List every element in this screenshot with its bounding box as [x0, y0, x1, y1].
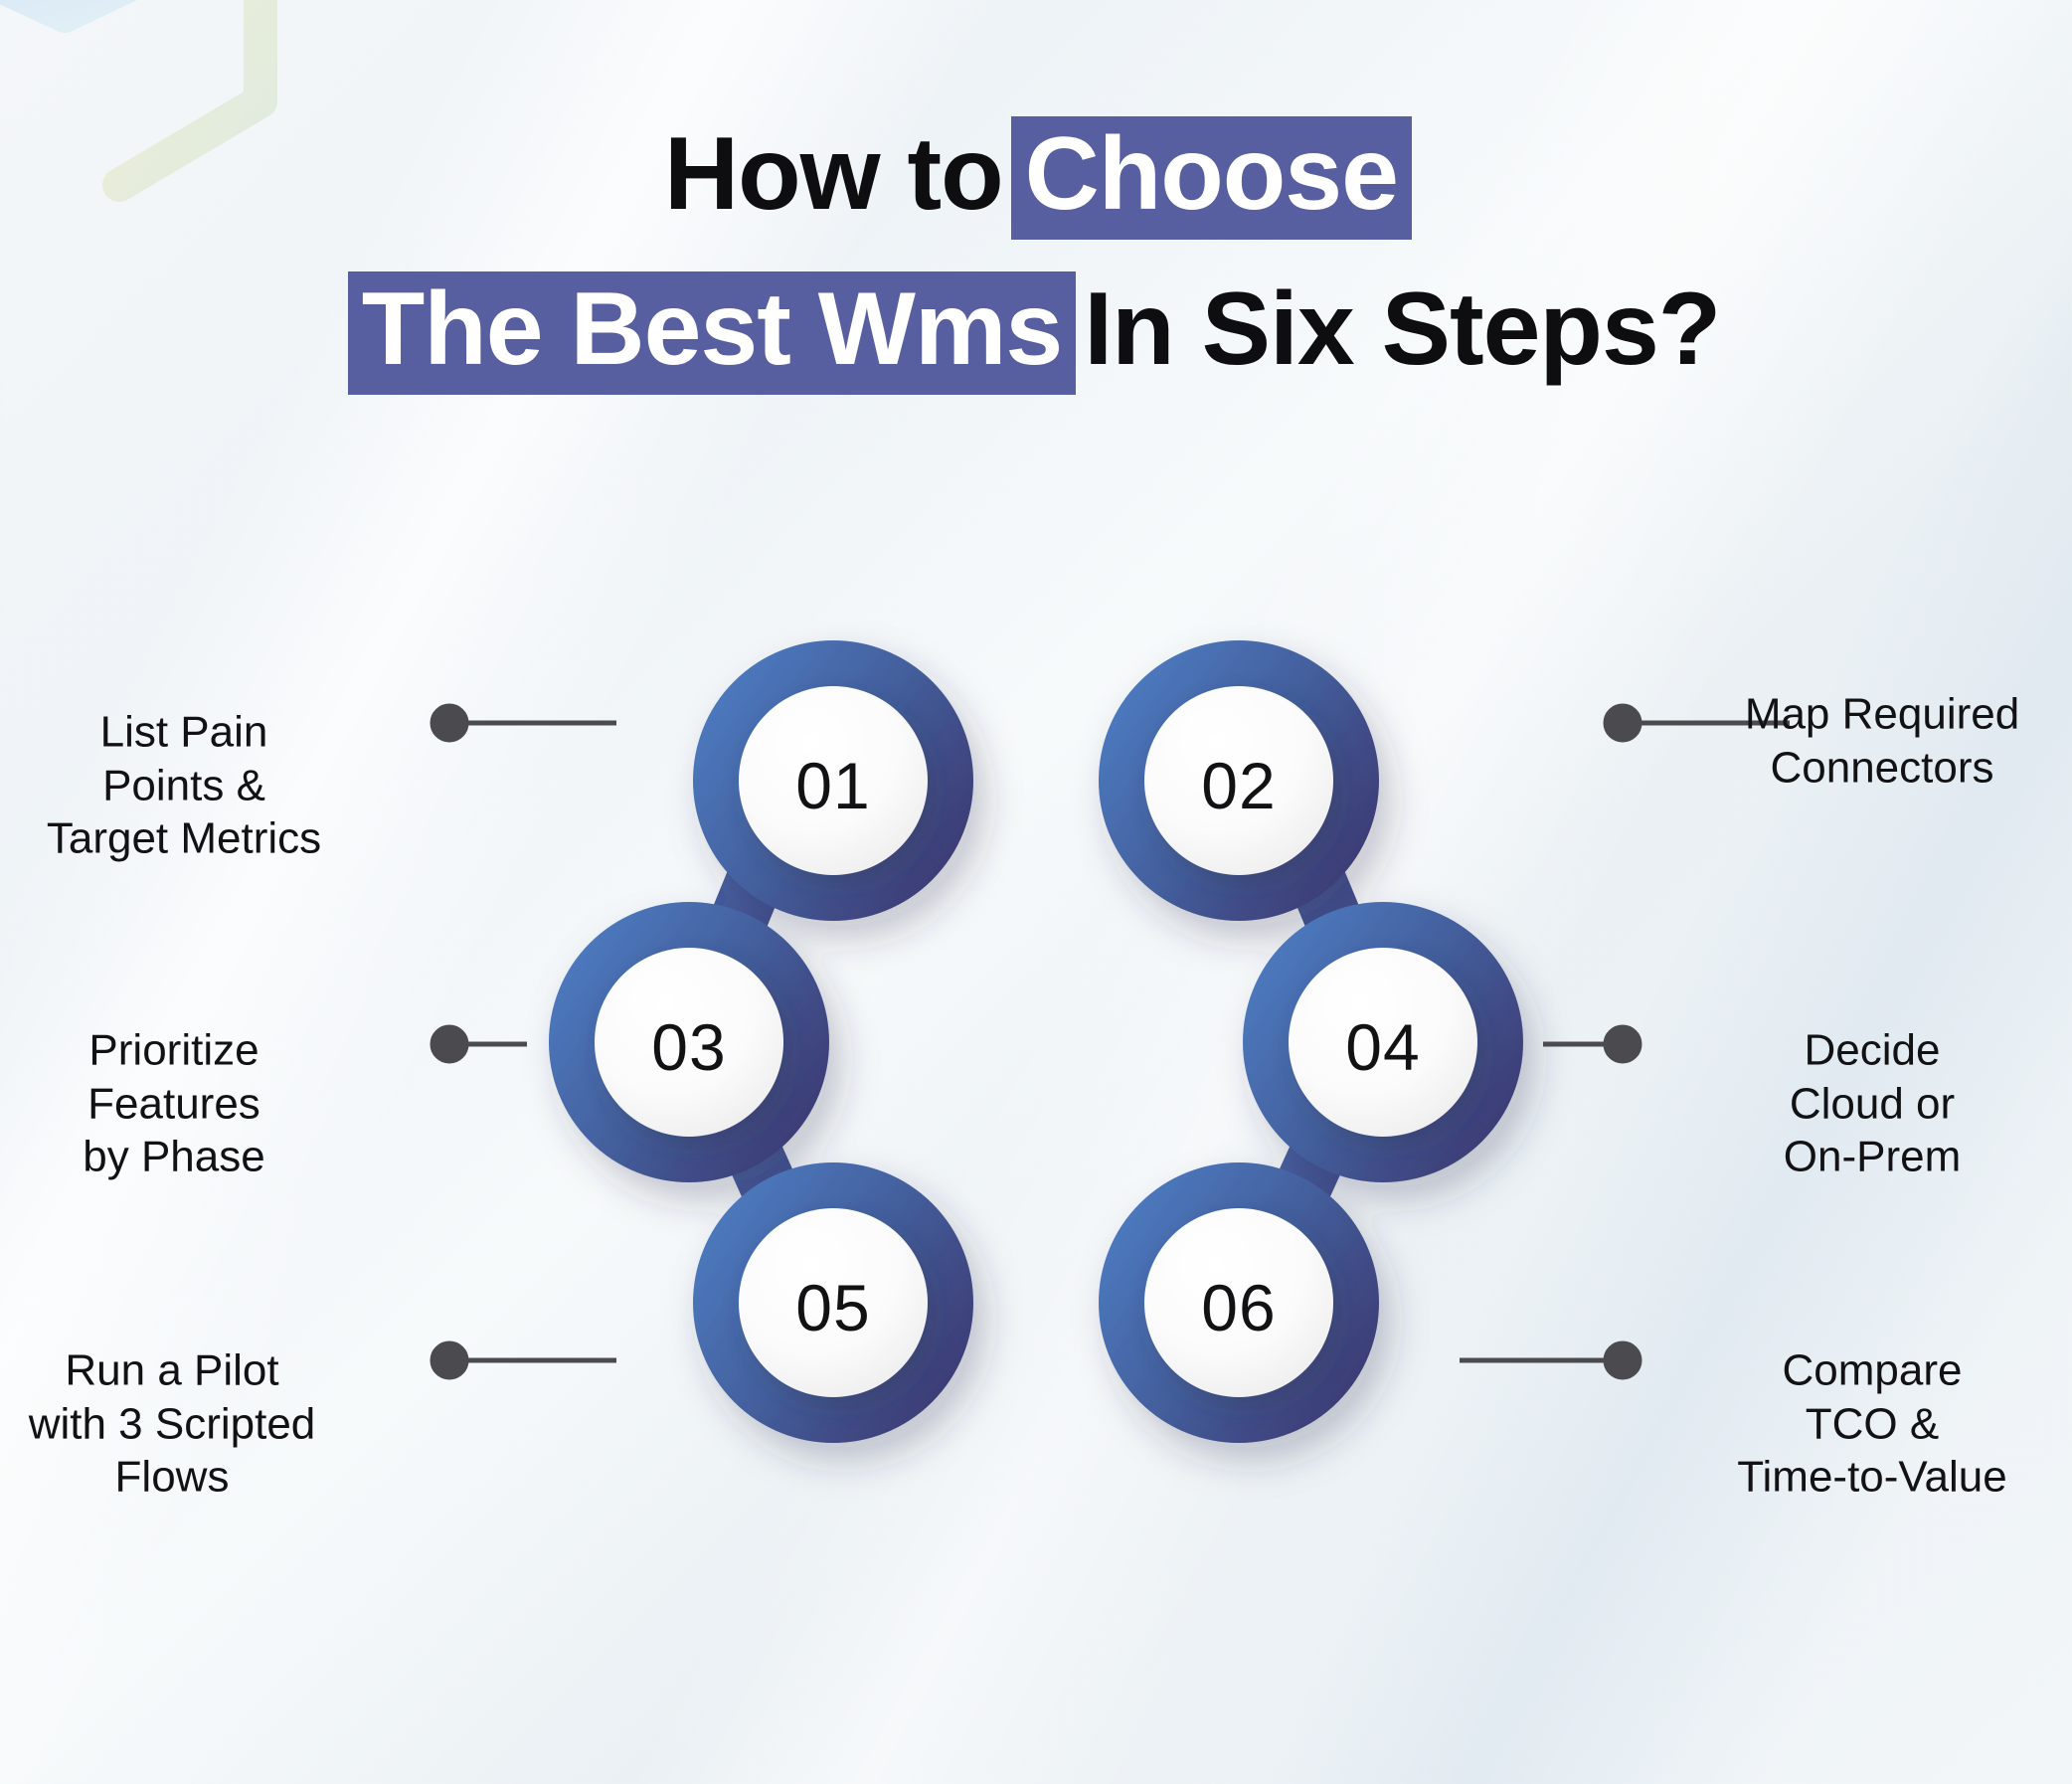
- leader-dot-03: [430, 1024, 469, 1064]
- left-chain-rings: [549, 640, 973, 1443]
- step-number-03[interactable]: 03: [651, 1010, 727, 1084]
- leader-dot-02: [1603, 703, 1642, 743]
- step-number-02[interactable]: 02: [1201, 749, 1277, 822]
- label-line: Run a Pilot: [65, 1345, 279, 1395]
- leader-dot-04: [1603, 1024, 1642, 1064]
- right-chain-spheres: [1144, 686, 1477, 1397]
- step-number-05[interactable]: 05: [795, 1271, 871, 1344]
- title-segment-highlight-2: The Best Wms: [347, 271, 1077, 396]
- isometric-box-logo-watermark: [0, 0, 298, 253]
- title-line-2: The Best Wms In Six Steps?: [0, 264, 2072, 396]
- label-line: Points &: [102, 761, 265, 810]
- step-number-01[interactable]: 01: [795, 749, 871, 822]
- label-line: Connectors: [1770, 743, 1994, 792]
- title-segment-plain-2: In Six Steps?: [1084, 271, 1721, 388]
- label-line: Decide: [1804, 1025, 1941, 1075]
- label-line: Flows: [114, 1452, 230, 1502]
- label-line: TCO &: [1805, 1399, 1940, 1449]
- step-number-04[interactable]: 04: [1345, 1010, 1421, 1084]
- title-segment-plain-1: How to: [664, 115, 1004, 232]
- leader-dot-01: [430, 703, 469, 743]
- label-line: Map Required: [1744, 689, 2020, 739]
- leader-lines: [430, 703, 1790, 1380]
- page-title: How to Choose The Best Wms In Six Steps?: [0, 107, 2072, 396]
- right-chain-rings: [1099, 640, 1523, 1443]
- label-line: by Phase: [83, 1132, 265, 1181]
- step-number-06[interactable]: 06: [1201, 1271, 1277, 1344]
- label-line: Compare: [1782, 1345, 1963, 1395]
- label-line: Target Metrics: [46, 813, 322, 863]
- label-line: Prioritize: [88, 1025, 259, 1075]
- label-line: Time-to-Value: [1737, 1452, 2007, 1502]
- leader-dot-06: [1603, 1340, 1642, 1380]
- title-segment-highlight-1: Choose: [1010, 115, 1412, 240]
- title-line-1: How to Choose: [0, 107, 2072, 240]
- leader-dot-05: [430, 1340, 469, 1380]
- label-line: Features: [87, 1079, 260, 1129]
- label-line: Cloud or: [1789, 1079, 1956, 1129]
- label-line: List Pain: [99, 707, 268, 757]
- label-line: with 3 Scripted: [28, 1399, 316, 1449]
- left-chain-spheres: [595, 686, 928, 1397]
- label-line: On-Prem: [1783, 1132, 1962, 1181]
